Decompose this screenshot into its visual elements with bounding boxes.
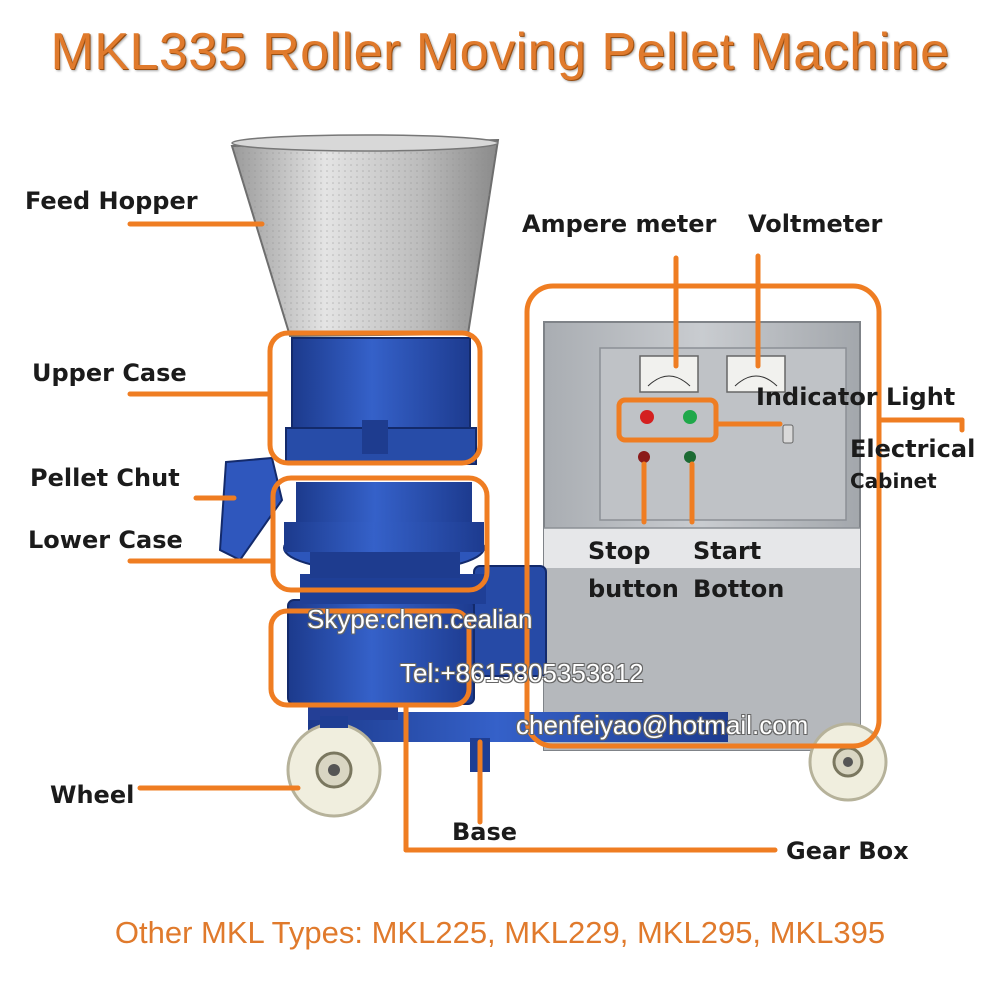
stop-button-knob [638,451,650,463]
page-title: MKL335 Roller Moving Pellet Machine [50,23,950,81]
pellet-chute [218,456,284,562]
label-gear-box: Gear Box [786,837,909,865]
label-button: button [588,575,679,603]
label-start: Start [693,537,762,565]
label-lower-case: Lower Case [28,526,183,554]
machine-wheel [286,716,382,818]
label-feed-hopper: Feed Hopper [25,187,198,215]
watermark-email: chenfeiyao@hotmail.com [516,710,809,740]
label-indicator-light: Indicator Light [756,383,956,411]
watermark-tel: Tel:+8615805353812 [400,658,644,688]
feed-hopper [230,134,500,338]
label-pellet-chut: Pellet Chut [30,464,180,492]
start-button-knob [684,451,696,463]
label-voltmeter: Voltmeter [748,210,883,238]
green-indicator-light [683,410,697,424]
ampere-meter-dial [639,355,699,393]
watermark-skype: Skype:chen.cealian [307,604,533,634]
label-ampere-meter: Ampere meter [522,210,717,238]
label-wheel: Wheel [50,781,135,809]
label-cabinet: Cabinet [850,469,937,493]
lock-icon [782,424,794,444]
upper-case [285,337,477,465]
label-electrical: Electrical [850,435,976,463]
label-base: Base [452,818,518,846]
label-botton: Botton [693,575,785,603]
callout-lines [127,221,965,853]
label-upper-case: Upper Case [32,359,187,387]
footer-other-types: Other MKL Types: MKL225, MKL229, MKL295,… [114,915,886,950]
lower-case [283,482,485,578]
label-stop: Stop [588,537,651,565]
red-indicator-light [640,410,654,424]
